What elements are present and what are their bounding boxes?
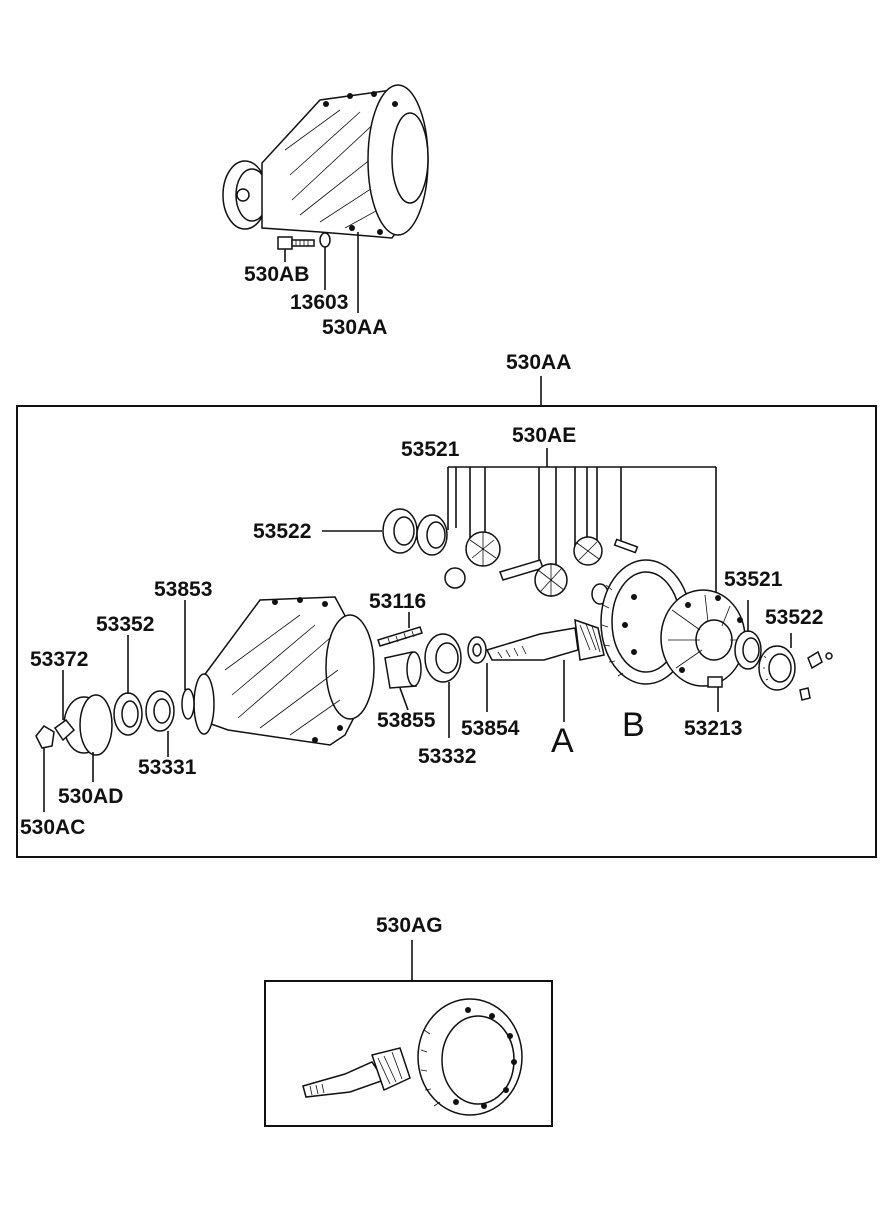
exploded-view-illustration bbox=[35, 448, 833, 812]
callout-530AB: 530AB bbox=[244, 263, 309, 286]
callout-53521-right: 53521 bbox=[724, 568, 783, 591]
callout-53116: 53116 bbox=[369, 590, 426, 613]
callout-53522-left: 53522 bbox=[253, 520, 311, 543]
main-frame-border bbox=[16, 405, 877, 858]
callout-53521-left: 53521 bbox=[401, 438, 460, 461]
gear-set-title: 530AG bbox=[376, 914, 443, 937]
gear-set-frame bbox=[264, 980, 553, 1127]
reference-letter-a: A bbox=[551, 722, 574, 760]
gear-set-illustration bbox=[302, 998, 523, 1116]
callout-53854: 53854 bbox=[461, 717, 520, 740]
main-frame-title: 530AA bbox=[506, 351, 571, 374]
callout-53213: 53213 bbox=[684, 717, 742, 740]
reference-letter-b: B bbox=[622, 706, 645, 744]
callout-53372: 53372 bbox=[30, 648, 88, 671]
callout-13603: 13603 bbox=[290, 291, 348, 314]
callout-530AE: 530AE bbox=[512, 424, 576, 447]
callout-530AC: 530AC bbox=[20, 816, 85, 839]
callout-53855: 53855 bbox=[377, 709, 436, 732]
callout-53332: 53332 bbox=[418, 745, 476, 768]
callout-53331: 53331 bbox=[138, 756, 197, 779]
callout-53352: 53352 bbox=[96, 613, 154, 636]
carrier-housing-illustration bbox=[222, 84, 429, 313]
callout-530AA-top: 530AA bbox=[322, 316, 387, 339]
callout-530AD: 530AD bbox=[58, 785, 123, 808]
callout-53853: 53853 bbox=[154, 578, 212, 601]
callout-53522-right: 53522 bbox=[765, 606, 823, 629]
